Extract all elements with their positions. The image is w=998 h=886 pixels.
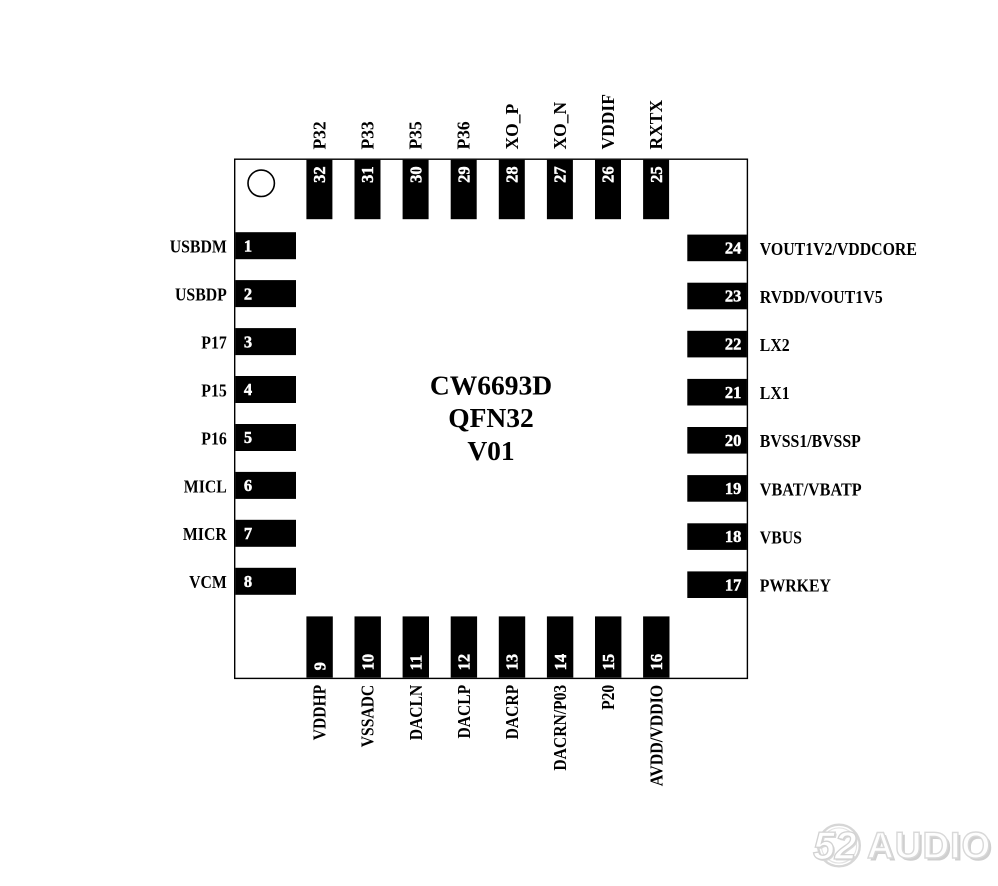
svg-text:LX2: LX2 [760, 335, 790, 355]
svg-text:DACLP: DACLP [454, 685, 474, 739]
svg-text:P16: P16 [201, 428, 227, 448]
svg-text:18: 18 [725, 527, 742, 546]
svg-text:MICL: MICL [184, 476, 227, 496]
svg-text:AVDD/VDDIO: AVDD/VDDIO [646, 685, 666, 786]
svg-text:30: 30 [406, 166, 425, 183]
svg-text:28: 28 [503, 166, 522, 183]
svg-text:12: 12 [455, 654, 474, 671]
svg-text:52: 52 [813, 825, 857, 868]
svg-text:VSSADC: VSSADC [358, 685, 378, 747]
svg-text:V01: V01 [467, 435, 514, 466]
svg-text:XO_P: XO_P [502, 104, 522, 150]
svg-text:USBDM: USBDM [170, 237, 227, 257]
svg-text:MICR: MICR [183, 524, 228, 544]
svg-text:P15: P15 [201, 380, 227, 400]
svg-text:25: 25 [647, 166, 666, 183]
svg-text:RXTX: RXTX [646, 100, 666, 150]
svg-text:VCM: VCM [189, 572, 227, 592]
svg-text:7: 7 [244, 524, 252, 543]
svg-text:4: 4 [244, 380, 252, 399]
svg-text:VBUS: VBUS [760, 528, 802, 548]
svg-text:USBDP: USBDP [175, 285, 227, 305]
svg-text:26: 26 [599, 166, 618, 183]
svg-text:AUDIO: AUDIO [870, 828, 994, 869]
svg-text:3: 3 [244, 332, 252, 351]
svg-text:27: 27 [551, 166, 570, 183]
svg-text:AUDIO: AUDIO [867, 825, 991, 866]
svg-text:17: 17 [725, 575, 742, 594]
svg-text:15: 15 [599, 654, 618, 671]
svg-text:11: 11 [407, 655, 426, 671]
svg-text:P17: P17 [201, 333, 227, 353]
svg-text:8: 8 [244, 572, 252, 591]
svg-text:52: 52 [815, 827, 859, 870]
svg-text:VDDHP: VDDHP [310, 685, 330, 741]
svg-text:29: 29 [454, 166, 473, 183]
svg-text:P20: P20 [598, 685, 618, 710]
svg-text:VOUT1V2/VDDCORE: VOUT1V2/VDDCORE [760, 239, 917, 259]
svg-text:VBAT/VBATP: VBAT/VBATP [760, 479, 862, 499]
svg-text:DACRP: DACRP [502, 685, 522, 740]
svg-text:10: 10 [358, 654, 377, 671]
svg-text:DACRN/P03: DACRN/P03 [550, 685, 570, 771]
svg-text:5: 5 [244, 428, 252, 447]
svg-text:P35: P35 [406, 121, 426, 149]
svg-text:6: 6 [244, 476, 252, 495]
svg-text:P36: P36 [454, 121, 474, 149]
svg-text:20: 20 [725, 431, 742, 450]
svg-text:QFN32: QFN32 [448, 402, 534, 433]
svg-text:2: 2 [244, 284, 252, 303]
svg-text:BVSS1/BVSSP: BVSS1/BVSSP [760, 431, 861, 451]
svg-text:23: 23 [725, 287, 742, 306]
svg-text:14: 14 [551, 654, 570, 671]
svg-text:16: 16 [647, 654, 666, 671]
svg-text:P33: P33 [358, 121, 378, 149]
svg-text:VDDIF: VDDIF [598, 94, 618, 149]
svg-text:1: 1 [244, 236, 252, 255]
svg-text:XO_N: XO_N [550, 102, 570, 150]
svg-text:31: 31 [358, 166, 377, 183]
svg-text:RVDD/VOUT1V5: RVDD/VOUT1V5 [760, 287, 883, 307]
svg-text:PWRKEY: PWRKEY [760, 576, 831, 596]
svg-text:22: 22 [725, 335, 742, 354]
svg-text:DACLN: DACLN [406, 685, 426, 741]
svg-text:13: 13 [503, 654, 522, 671]
svg-text:P32: P32 [309, 121, 329, 149]
svg-text:21: 21 [725, 383, 742, 402]
svg-text:19: 19 [725, 479, 742, 498]
svg-text:CW6693D: CW6693D [430, 370, 552, 401]
svg-text:32: 32 [310, 166, 329, 183]
svg-text:9: 9 [310, 662, 329, 670]
svg-text:LX1: LX1 [760, 383, 790, 403]
svg-text:24: 24 [725, 239, 742, 258]
